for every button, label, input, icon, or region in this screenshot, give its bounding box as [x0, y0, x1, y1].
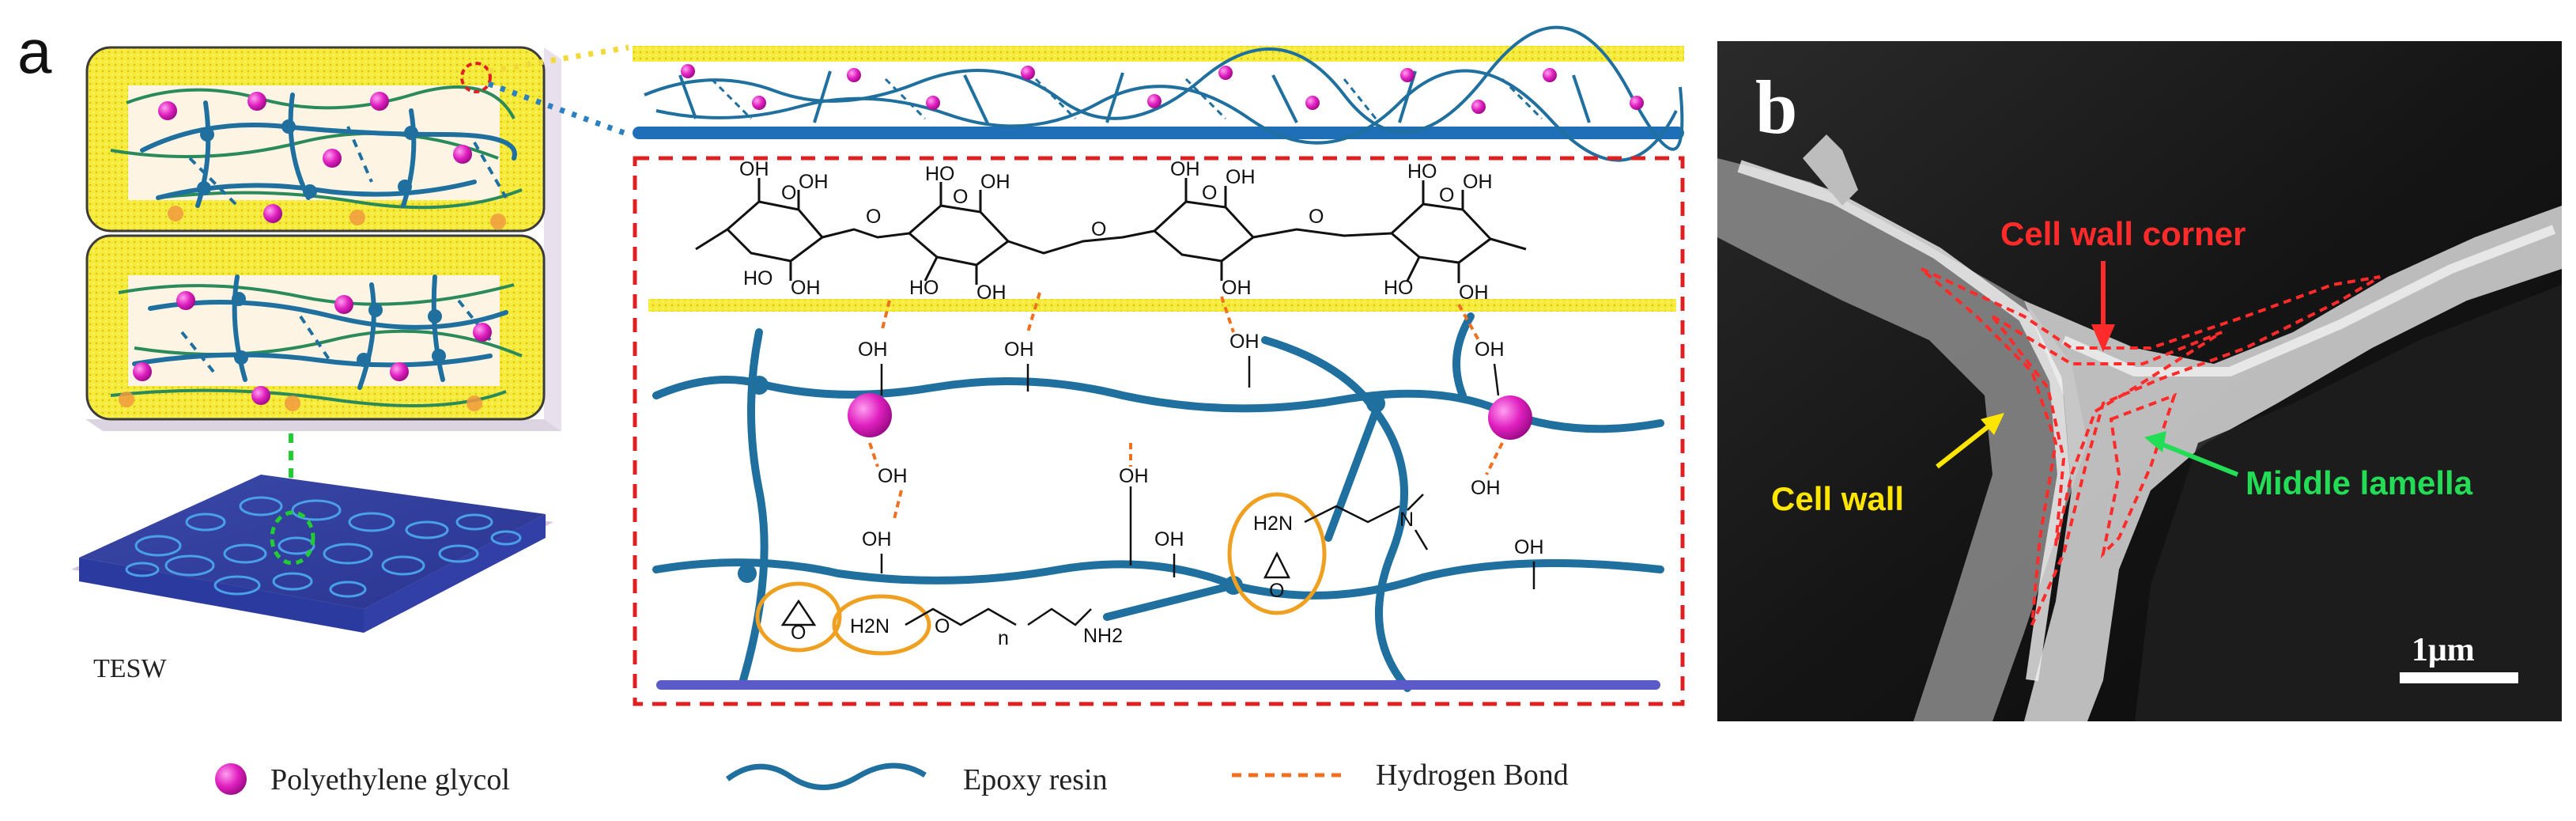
label-cell-wall-corner: Cell wall corner — [2000, 215, 2246, 252]
svg-text:O: O — [791, 622, 806, 644]
svg-text:O: O — [1091, 218, 1106, 240]
svg-text:HO: HO — [1407, 161, 1437, 183]
svg-text:O: O — [953, 186, 968, 208]
cell-wall-zoom-marker — [460, 62, 492, 93]
peg-sphere — [848, 393, 892, 437]
cell-block-side — [544, 47, 561, 431]
cell-block-bottom — [85, 419, 561, 431]
middle-lamella-arrow — [2153, 439, 2239, 477]
cell-block-3d — [85, 46, 561, 431]
label-cell-wall: Cell wall — [1771, 480, 1904, 517]
hardener-molecule-2: H2N O N — [1227, 492, 1429, 615]
wood-front-face — [79, 558, 364, 633]
wood-block — [71, 475, 553, 633]
panel-b: b Cell wall corner Cell wall Middle lame… — [1717, 41, 2562, 721]
corner-outline — [1920, 267, 2381, 626]
svg-text:OH: OH — [862, 528, 892, 550]
svg-text:OH: OH — [878, 465, 908, 487]
label-middle-lamella: Middle lamella — [2246, 464, 2473, 501]
detail-bottom-substrate — [656, 680, 1660, 690]
svg-text:NH2: NH2 — [1083, 625, 1123, 647]
svg-text:O: O — [1439, 184, 1454, 206]
upper-cell — [85, 46, 546, 233]
middle-lamella-arrowhead — [2144, 431, 2166, 452]
cellulose-labels: O O O O O O O OH OH HO OH HO OH HO OH OH… — [739, 158, 1493, 304]
sem-fiber-top — [1803, 134, 1858, 206]
detail-box — [633, 156, 1685, 706]
svg-text:O: O — [935, 615, 950, 638]
peg-sphere — [1488, 395, 1532, 440]
wood-selection-marker — [270, 510, 315, 566]
panel-a-letter: a — [17, 17, 52, 86]
zoom-line-top — [488, 44, 629, 74]
svg-text:OH: OH — [1471, 477, 1501, 499]
hardener-molecule-1: O H2N O n NH2 — [755, 581, 1123, 656]
svg-text:HO: HO — [925, 163, 955, 185]
cell-wall-arrowhead — [1981, 413, 2004, 435]
scale-bar — [2400, 672, 2518, 683]
sem-right-shadow — [2135, 285, 2562, 721]
cellulose-band — [648, 299, 1676, 312]
wood-pores — [125, 496, 522, 598]
svg-text:OH: OH — [1004, 339, 1034, 361]
cell-wall-strip — [633, 25, 1684, 162]
svg-text:OH: OH — [1222, 277, 1252, 299]
corner-arrowhead — [2091, 324, 2115, 352]
svg-text:O: O — [866, 206, 881, 228]
legend: Polyethylene glycol Epoxy resin Hydrogen… — [215, 759, 1569, 796]
svg-text:OH: OH — [1119, 465, 1149, 487]
legend-peg-icon — [215, 763, 247, 795]
cell-peg-spheres — [133, 92, 492, 405]
legend-peg-label: Polyethylene glycol — [270, 763, 510, 796]
svg-text:OH: OH — [1475, 339, 1505, 361]
legend-epoxy-icon — [725, 762, 927, 790]
svg-text:O: O — [1202, 182, 1217, 204]
svg-text:H2N: H2N — [850, 615, 890, 638]
svg-text:H2N: H2N — [1253, 513, 1293, 535]
svg-text:HO: HO — [1384, 277, 1414, 299]
svg-text:O: O — [781, 182, 796, 204]
svg-text:OH: OH — [980, 171, 1010, 193]
detail-epoxy-network — [652, 312, 1664, 692]
svg-text:OH: OH — [1463, 171, 1493, 193]
scale-bar-label: 1μm — [2412, 632, 2475, 668]
hydroxyl-labels: OH OH OH OH OH OH OH OH OH OH — [858, 331, 1544, 558]
legend-hbond-label: Hydrogen Bond — [1376, 759, 1569, 792]
panel-a: a — [17, 17, 1685, 706]
svg-text:O: O — [1309, 206, 1324, 228]
cell-network-nodes — [197, 119, 446, 367]
panel-b-letter: b — [1755, 65, 1797, 149]
svg-text:OH: OH — [1514, 536, 1544, 558]
svg-text:OH: OH — [1154, 528, 1184, 550]
sem-cell-wall-mid — [2024, 206, 2562, 721]
svg-text:n: n — [998, 627, 1009, 649]
svg-text:OH: OH — [858, 339, 888, 361]
hydrogen-bonds — [868, 292, 1504, 523]
cellulose-chain — [695, 178, 1527, 285]
svg-text:OH: OH — [799, 171, 829, 193]
svg-text:HO: HO — [909, 277, 939, 299]
cell-wall-arrow — [1936, 421, 1994, 469]
cell-epoxy-dashes — [180, 126, 508, 373]
sample-label: TESW — [93, 654, 167, 683]
svg-text:OH: OH — [1226, 166, 1256, 188]
svg-text:N: N — [1399, 509, 1414, 531]
svg-text:OH: OH — [739, 158, 769, 180]
svg-text:OH: OH — [791, 277, 821, 299]
sem-highlight — [1737, 160, 2071, 682]
svg-text:OH: OH — [1170, 158, 1200, 180]
cell-orange-spheres — [119, 206, 506, 411]
sem-highlight-2 — [2061, 225, 2556, 376]
hydroxyl-stems — [880, 356, 1535, 589]
svg-text:OH: OH — [1229, 331, 1260, 353]
svg-text:HO: HO — [743, 267, 773, 289]
legend-epoxy-label: Epoxy resin — [963, 763, 1108, 796]
svg-text:O: O — [1269, 580, 1284, 602]
